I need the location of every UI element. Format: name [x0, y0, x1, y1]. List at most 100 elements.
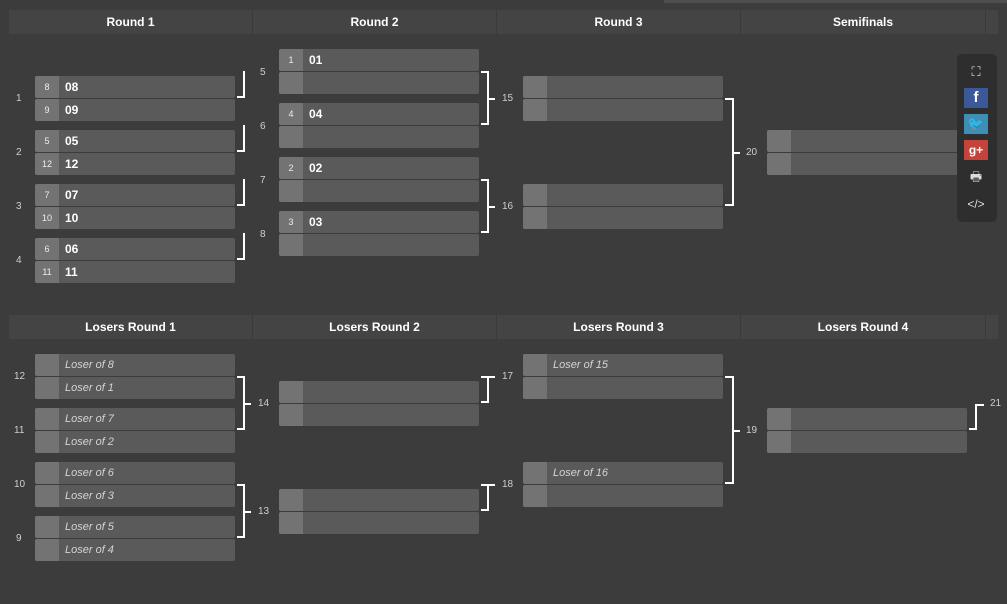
- match-slot-bottom[interactable]: 11 11: [35, 261, 235, 283]
- match-19[interactable]: [767, 408, 967, 453]
- match-slot-top[interactable]: [767, 408, 967, 430]
- match-number-12: 12: [14, 371, 26, 382]
- match-slot-bottom[interactable]: [767, 431, 967, 453]
- embed-code-icon[interactable]: </>: [967, 197, 985, 211]
- connector-lr2-bottom: [481, 484, 489, 511]
- match-4[interactable]: 6 06 11 11: [35, 238, 235, 283]
- team-name: 08: [65, 80, 79, 94]
- match-slot-bottom[interactable]: [279, 404, 479, 426]
- match-16[interactable]: [523, 184, 723, 229]
- seed: [523, 76, 547, 98]
- match-2[interactable]: 5 05 12 12: [35, 130, 235, 175]
- seed: [279, 234, 303, 256]
- fullscreen-icon[interactable]: ⛶: [971, 64, 981, 79]
- match-slot-bottom[interactable]: [279, 180, 479, 202]
- match-number-17: 17: [502, 371, 514, 382]
- match-slot-top[interactable]: [523, 184, 723, 206]
- match-slot-top[interactable]: [279, 489, 479, 511]
- match-14[interactable]: [279, 381, 479, 426]
- match-slot-top[interactable]: 6 06: [35, 238, 235, 260]
- twitter-icon[interactable]: 🐦: [964, 114, 988, 134]
- match-slot-top[interactable]: [767, 130, 967, 152]
- match-12[interactable]: Loser of 8 Loser of 1: [35, 354, 235, 399]
- match-17[interactable]: Loser of 15: [523, 354, 723, 399]
- seed: 7: [35, 184, 59, 206]
- match-number-4: 4: [16, 255, 22, 266]
- match-8[interactable]: 3 03: [279, 211, 479, 256]
- match-slot-top[interactable]: 3 03: [279, 211, 479, 233]
- match-slot-top[interactable]: Loser of 6: [35, 462, 235, 484]
- match-slot-top[interactable]: 2 02: [279, 157, 479, 179]
- match-slot-bottom[interactable]: [767, 153, 967, 175]
- match-slot-bottom[interactable]: Loser of 2: [35, 431, 235, 453]
- connector-m1: [237, 71, 245, 98]
- match-6[interactable]: 4 04: [279, 103, 479, 148]
- match-11[interactable]: Loser of 7 Loser of 2: [35, 408, 235, 453]
- seed: [523, 377, 547, 399]
- match-slot-bottom[interactable]: [279, 234, 479, 256]
- seed: 12: [35, 153, 59, 175]
- match-slot-top[interactable]: [279, 381, 479, 403]
- connector-r2-bottom: [481, 179, 489, 233]
- match-slot-top[interactable]: Loser of 8: [35, 354, 235, 376]
- match-slot-bottom[interactable]: [279, 72, 479, 94]
- match-3[interactable]: 7 07 10 10: [35, 184, 235, 229]
- match-slot-bottom[interactable]: [523, 99, 723, 121]
- match-15[interactable]: [523, 76, 723, 121]
- seed: [523, 184, 547, 206]
- share-toolbar: ⛶ f 🐦 g+ 🖶 </>: [957, 54, 997, 222]
- seed: [35, 354, 59, 376]
- match-20[interactable]: [767, 130, 967, 175]
- match-slot-bottom[interactable]: Loser of 1: [35, 377, 235, 399]
- match-slot-bottom[interactable]: 10 10: [35, 207, 235, 229]
- seed: 6: [35, 238, 59, 260]
- google-plus-icon[interactable]: g+: [964, 140, 988, 160]
- match-slot-top[interactable]: 8 08: [35, 76, 235, 98]
- match-slot-top[interactable]: Loser of 5: [35, 516, 235, 538]
- facebook-icon[interactable]: f: [964, 88, 988, 108]
- match-18[interactable]: Loser of 16: [523, 462, 723, 507]
- team-name: 12: [65, 157, 79, 171]
- match-1[interactable]: 8 08 9 09: [35, 76, 235, 121]
- match-slot-bottom[interactable]: 12 12: [35, 153, 235, 175]
- match-slot-top[interactable]: 7 07: [35, 184, 235, 206]
- match-slot-bottom[interactable]: [279, 126, 479, 148]
- seed: 8: [35, 76, 59, 98]
- match-slot-bottom[interactable]: Loser of 4: [35, 539, 235, 561]
- print-icon[interactable]: 🖶: [969, 169, 983, 184]
- match-slot-top[interactable]: Loser of 16: [523, 462, 723, 484]
- match-slot-bottom[interactable]: [523, 485, 723, 507]
- match-number-9: 9: [16, 533, 22, 544]
- team-name: 05: [65, 134, 79, 148]
- match-slot-bottom[interactable]: [279, 512, 479, 534]
- header-round-1: Round 1: [9, 10, 253, 34]
- match-5[interactable]: 1 01: [279, 49, 479, 94]
- seed: [35, 408, 59, 430]
- match-7[interactable]: 2 02: [279, 157, 479, 202]
- match-10[interactable]: Loser of 6 Loser of 3: [35, 462, 235, 507]
- placeholder-name: Loser of 16: [553, 467, 609, 479]
- match-slot-top[interactable]: Loser of 15: [523, 354, 723, 376]
- match-slot-bottom[interactable]: [523, 207, 723, 229]
- match-slot-bottom[interactable]: 9 09: [35, 99, 235, 121]
- seed: [279, 512, 303, 534]
- seed: 5: [35, 130, 59, 152]
- seed: [523, 462, 547, 484]
- match-number-15: 15: [502, 93, 514, 104]
- match-slot-bottom[interactable]: Loser of 3: [35, 485, 235, 507]
- match-slot-top[interactable]: 1 01: [279, 49, 479, 71]
- match-number-1: 1: [16, 93, 22, 104]
- match-13[interactable]: [279, 489, 479, 534]
- match-slot-top[interactable]: Loser of 7: [35, 408, 235, 430]
- match-slot-top[interactable]: [523, 76, 723, 98]
- match-slot-top[interactable]: 4 04: [279, 103, 479, 125]
- connector-r3: [725, 98, 734, 206]
- match-9[interactable]: Loser of 5 Loser of 4: [35, 516, 235, 561]
- match-slot-top[interactable]: 5 05: [35, 130, 235, 152]
- header-round-2: Round 2: [253, 10, 497, 34]
- match-number-10: 10: [14, 479, 26, 490]
- placeholder-name: Loser of 5: [65, 521, 114, 533]
- seed: [35, 462, 59, 484]
- seed: [279, 180, 303, 202]
- match-slot-bottom[interactable]: [523, 377, 723, 399]
